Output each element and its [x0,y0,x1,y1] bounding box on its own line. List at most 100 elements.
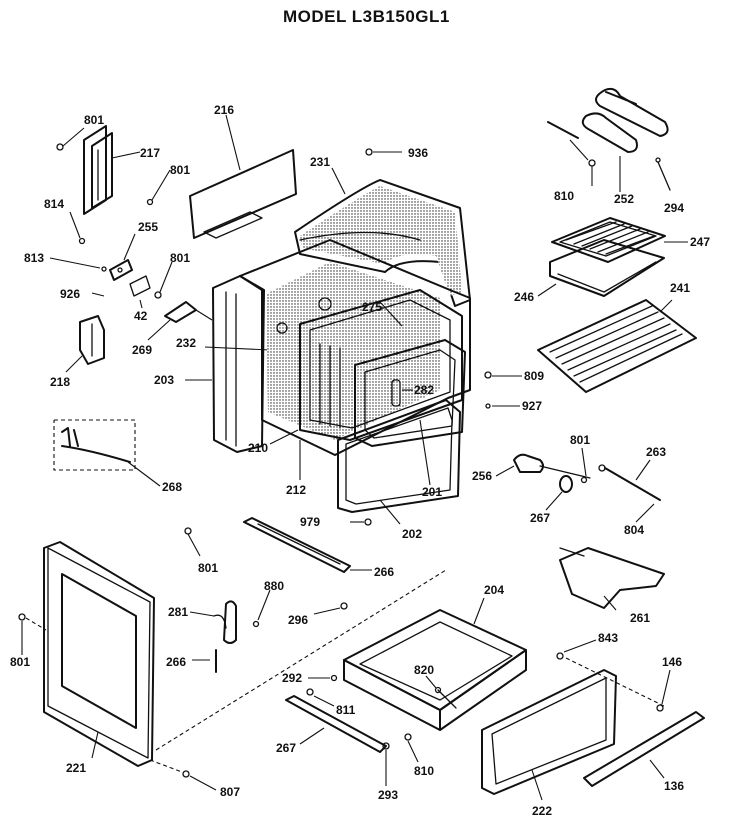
label-813: 813 [24,251,44,265]
label-203: 203 [154,373,174,387]
screw-813 [49,257,101,269]
label-221: 221 [66,761,86,775]
screw-801-e [184,527,192,535]
part-263-probe [598,459,661,523]
part-218-bracket [65,315,105,373]
label-216: 216 [214,103,234,117]
label-269: 269 [132,343,152,357]
label-801: 801 [170,163,190,177]
label-880: 880 [264,579,284,593]
label-266: 266 [166,655,186,669]
label-246: 246 [514,290,534,304]
part-203-side-panel [185,275,271,453]
label-811: 811 [336,703,356,717]
label-810: 810 [414,764,434,778]
part-267-rail [285,695,387,753]
screw-293 [382,742,390,750]
label-42: 42 [134,309,148,323]
label-801: 801 [570,433,590,447]
screw-843 [556,652,564,660]
label-268: 268 [162,480,182,494]
label-275: 275 [362,300,382,314]
part-256-sensor [495,453,591,479]
model-title: MODEL L3B150GL1 [283,7,450,26]
screw-811 [306,688,314,696]
part-202-door-gasket [337,399,461,525]
part-221-oven-door [43,541,155,767]
part-252-element [547,87,669,192]
label-232: 232 [176,336,196,350]
label-936: 936 [408,146,428,160]
label-809: 809 [524,369,544,383]
screw-807 [182,770,190,778]
label-247: 247 [690,235,710,249]
leader-210 [269,429,299,445]
label-979: 979 [300,515,320,529]
label-801: 801 [10,655,30,669]
part-294-pin [655,157,671,191]
label-261: 261 [630,611,650,625]
label-212: 212 [286,483,306,497]
screw-801-a [56,143,64,151]
part-255-clip [109,233,136,281]
screw-936 [365,148,373,156]
label-255: 255 [138,220,158,234]
label-292: 292 [282,671,302,685]
screw-292 [330,674,338,682]
label-843: 843 [598,631,618,645]
screw-810-a [588,159,596,167]
label-807: 807 [220,785,240,799]
label-282: 282 [414,383,434,397]
label-146: 146 [662,655,682,669]
part-246-broiler-pan [537,239,665,297]
part-217-bracket [83,125,141,215]
part-266-rail [243,517,372,573]
screw-296 [340,602,348,610]
label-217: 217 [140,146,160,160]
part-281-hinge [189,600,237,644]
part-241-oven-rack [537,299,697,393]
label-293: 293 [378,788,398,802]
screw-809 [484,371,492,379]
screw-979 [364,518,372,526]
part-232-oven-body [239,239,471,456]
part-820-clip [425,675,457,709]
part-261-bracket [559,547,665,611]
label-201: 201 [422,485,442,499]
label-820: 820 [414,663,434,677]
leader-880 [257,589,271,621]
label-218: 218 [50,375,70,389]
label-810: 810 [554,189,574,203]
label-136: 136 [664,779,684,793]
label-801: 801 [198,561,218,575]
screw-801-d [580,476,588,484]
screw-927 [485,403,491,409]
label-267: 267 [530,511,550,525]
part-247-broiler-grid [551,217,688,263]
part-222-drawer-front [481,669,617,801]
label-263: 263 [646,445,666,459]
label-801: 801 [84,113,104,127]
label-814: 814 [44,197,64,211]
alignment-line-c [155,569,447,751]
label-926: 926 [60,287,80,301]
label-294: 294 [664,201,684,215]
alignment-line-b [149,759,183,773]
label-804: 804 [624,523,644,537]
label-241: 241 [670,281,690,295]
screw-801-b [146,198,154,206]
label-296: 296 [288,613,308,627]
label-267: 267 [276,741,296,755]
part-269-bracket [147,261,213,341]
screw-814 [78,237,86,245]
label-204: 204 [484,583,504,597]
screw-880 [252,620,260,628]
part-267-knob [545,475,573,511]
leader-926 [91,292,105,297]
label-202: 202 [402,527,422,541]
label-266: 266 [374,565,394,579]
label-222: 222 [532,804,552,818]
part-204-drawer [343,597,527,731]
screw-810-b [404,733,412,741]
